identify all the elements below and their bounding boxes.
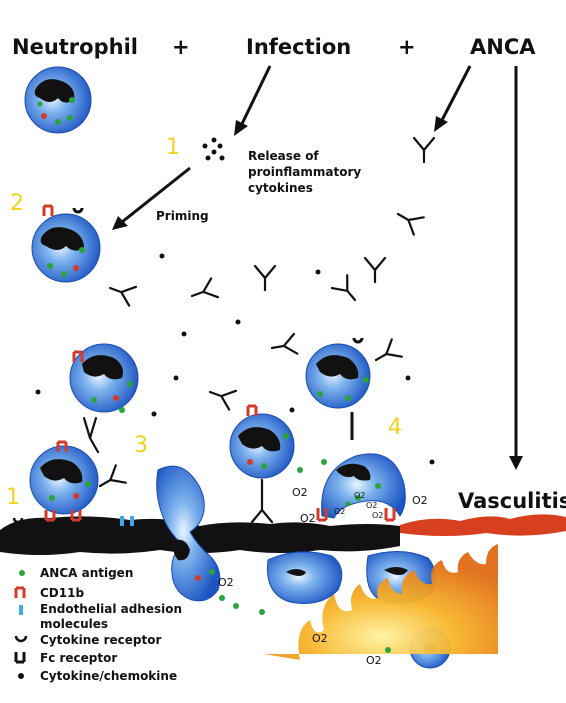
transmigrating-neutrophil: [156, 465, 225, 602]
endothelium-left: [0, 516, 400, 555]
priming-label: Priming: [156, 209, 209, 223]
degranulating-neutrophil: [316, 453, 406, 522]
fc-receptor-icon: [14, 652, 26, 664]
step-1-bottom: 1: [6, 485, 20, 510]
cup-icon: [14, 635, 28, 643]
anca-arrow: [438, 65, 472, 125]
neutrophil-title: Neutrophil: [12, 35, 138, 59]
primed-neutrophil: [31, 204, 101, 283]
damaged-endothelium: [400, 514, 566, 536]
step-2: 2: [10, 191, 24, 216]
resting-neutrophil: [24, 66, 92, 134]
legend: ANCA antigen CD11b Endothelial adhesion …: [14, 566, 182, 683]
antibody-bound-neutrophil: [229, 404, 295, 479]
plus-sign-2: +: [398, 35, 416, 59]
release-label-line1: Release of: [248, 149, 319, 163]
red-bracket-icon: [14, 586, 26, 598]
svg-text:O2: O2: [354, 491, 365, 500]
step-1-top: 1: [166, 135, 180, 160]
black-dot-icon: [18, 673, 24, 679]
svg-text:O2: O2: [312, 632, 328, 645]
legend-cytokine-receptor: Cytokine receptor: [40, 633, 161, 647]
svg-text:O2: O2: [366, 654, 382, 667]
oxygen-radicals: O2 O2 O2 O2 O2 O2 O2 O2 O2 O2: [218, 486, 428, 667]
svg-text:O2: O2: [334, 507, 345, 516]
green-dot-icon: [19, 570, 25, 576]
rolling-neutrophil: [69, 343, 139, 413]
step-3: 3: [134, 433, 148, 458]
svg-text:O2: O2: [218, 576, 234, 589]
svg-text:O2: O2: [412, 494, 428, 507]
plus-sign-1: +: [172, 35, 190, 59]
fc-antibody: [250, 478, 274, 524]
svg-text:O2: O2: [366, 501, 377, 510]
blue-bar-icon: [19, 605, 23, 615]
vasculitis-label: Vasculitis: [458, 489, 566, 513]
legend-fc-receptor: Fc receptor: [40, 651, 117, 665]
legend-anca-antigen: ANCA antigen: [40, 566, 133, 580]
svg-text:O2: O2: [300, 512, 316, 525]
infection-arrow: [238, 65, 272, 129]
legend-adhesion-2: molecules: [40, 617, 108, 631]
release-label-line2: proinflammatory: [248, 165, 361, 179]
released-granules: [233, 459, 391, 653]
bridging-antibody: [82, 416, 100, 454]
legend-adhesion-1: Endothelial adhesion: [40, 602, 182, 616]
step-4: 4: [388, 415, 402, 440]
activated-neutrophil: [305, 337, 371, 409]
svg-text:O2: O2: [372, 511, 383, 520]
svg-text:O2: O2: [292, 486, 308, 499]
scattered-cytokines: [35, 253, 435, 465]
infection-title: Infection: [246, 35, 351, 59]
anca-title: ANCA: [470, 35, 536, 59]
priming-arrow: [121, 166, 191, 224]
legend-cytokine: Cytokine/chemokine: [40, 669, 177, 683]
legend-cd11b: CD11b: [40, 586, 84, 600]
tissue-damage-fire: [264, 544, 498, 660]
adherent-neutrophil: [29, 440, 99, 522]
cytokine-cluster: [202, 137, 225, 161]
release-label-line3: cytokines: [248, 181, 313, 195]
